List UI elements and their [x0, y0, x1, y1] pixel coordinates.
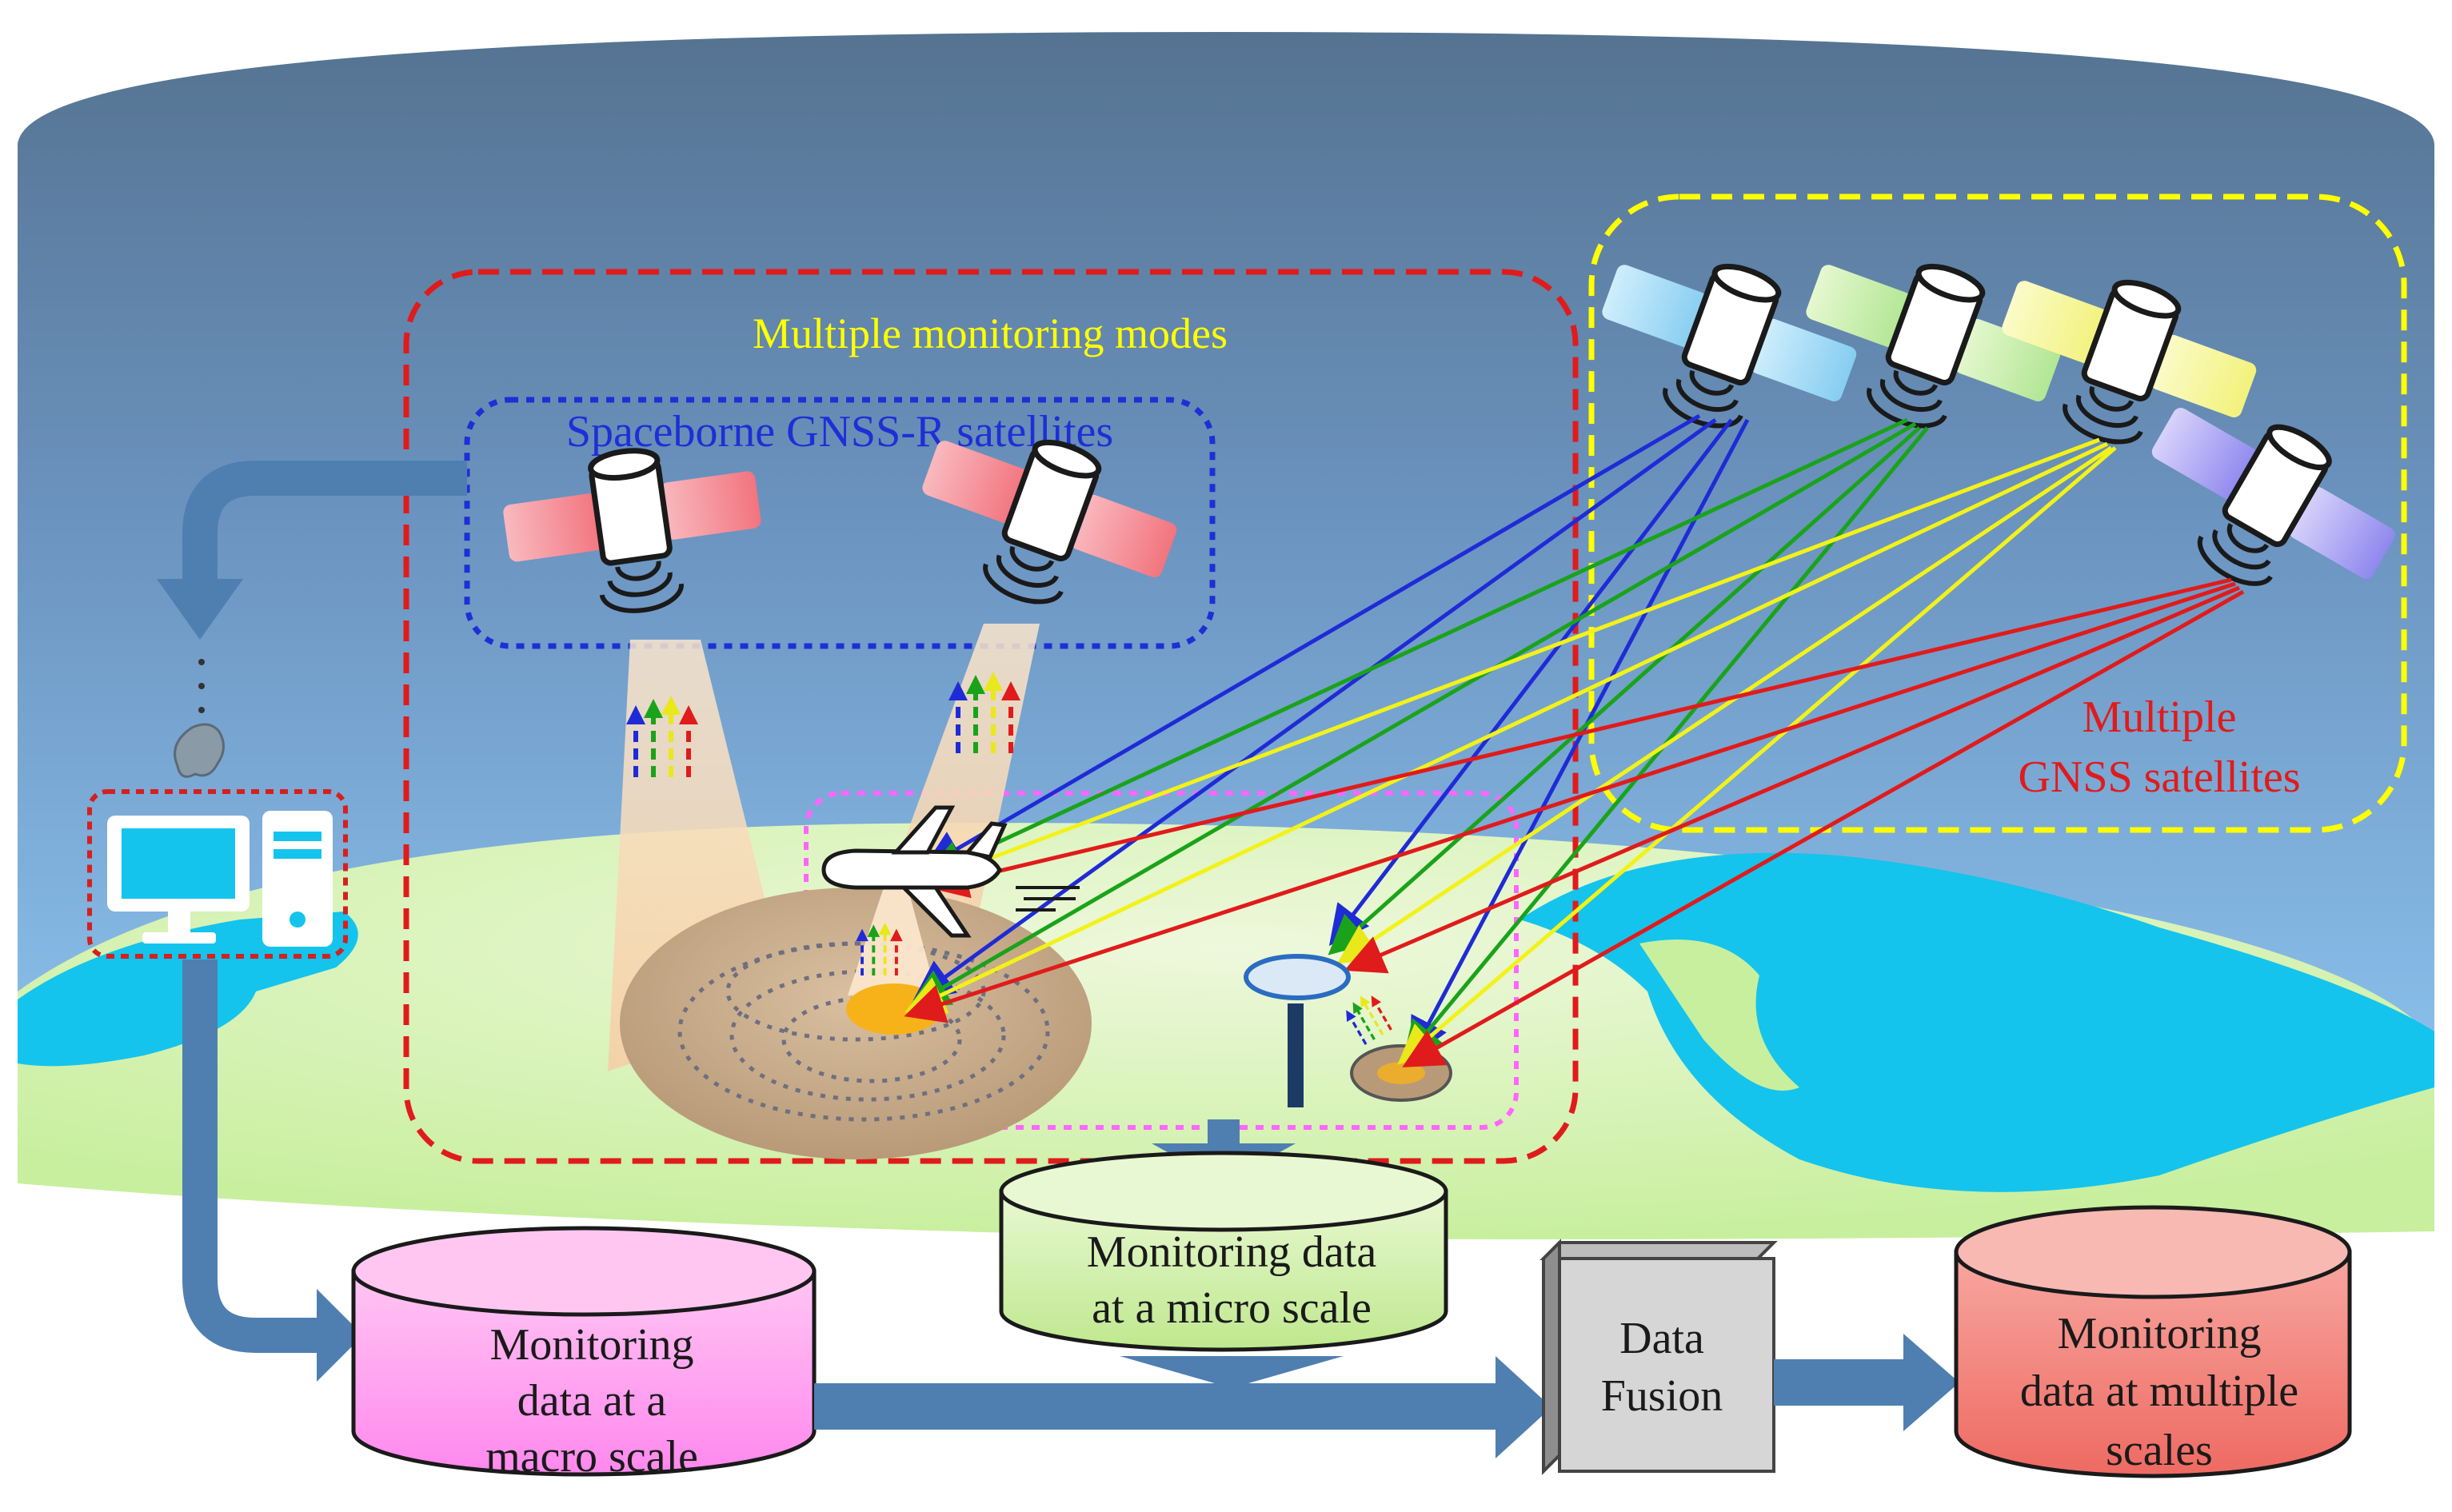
gnss-satellite-yellow — [2002, 244, 2257, 481]
fusion-label-line1: Data — [1619, 1314, 1704, 1363]
spaceborne-satellite-1 — [503, 434, 761, 628]
fusion-to-multi-arrow — [1774, 1334, 1959, 1431]
multi-label-line3: scales — [2106, 1426, 2213, 1475]
gnss-satellite-purple — [2151, 408, 2395, 639]
monitoring-modes-box — [403, 269, 1579, 1164]
micro-to-fusion-arrow — [1120, 1356, 1344, 1388]
macro-label-line1: Monitoring — [489, 1320, 693, 1370]
ocean-right — [1520, 852, 2434, 1192]
macro-label-line3: macro scale — [485, 1432, 698, 1482]
gnss-signal-rays — [904, 413, 2245, 1067]
micro-label-line2: at a micro scale — [1092, 1283, 1372, 1333]
gnss-label-line1: Multiple — [2083, 692, 2237, 742]
ground-receiver-icon — [1244, 954, 1351, 1107]
gnss-satellites-box — [1588, 193, 2407, 833]
gnss-satellite-blue — [1602, 228, 1857, 465]
multi-label-line1: Monitoring — [2057, 1309, 2261, 1358]
multi-label-line2: data at multiple — [2020, 1366, 2298, 1416]
cloud-icon — [174, 723, 225, 778]
spaceborne-box — [464, 397, 1216, 649]
multi-scale-database: Monitoring data at multiple scales — [1954, 1205, 2352, 1478]
macro-scale-database: Monitoring data at a macro scale — [351, 1226, 817, 1482]
micro-scale-database: Monitoring data at a micro scale — [999, 1151, 1448, 1352]
micro-label-line1: Monitoring data — [1087, 1227, 1377, 1277]
airplane-icon — [821, 805, 1080, 938]
modes-title: Multiple monitoring modes — [753, 309, 1228, 357]
fusion-label-line2: Fusion — [1601, 1371, 1723, 1421]
data-fusion-block: Data Fusion — [1539, 1239, 1778, 1475]
spaceborne-to-computer-arrow — [157, 461, 467, 713]
computer-icon — [107, 811, 333, 947]
spaceborne-title: Spaceborne GNSS-R satellites — [566, 407, 1113, 457]
macro-label-line2: data at a — [517, 1376, 667, 1426]
computer-to-macro-arrow — [182, 959, 363, 1382]
macro-to-fusion-arrow — [814, 1356, 1551, 1458]
spaceborne-satellite-2 — [922, 404, 1177, 641]
gnss-label-line2: GNSS satellites — [2018, 752, 2300, 802]
